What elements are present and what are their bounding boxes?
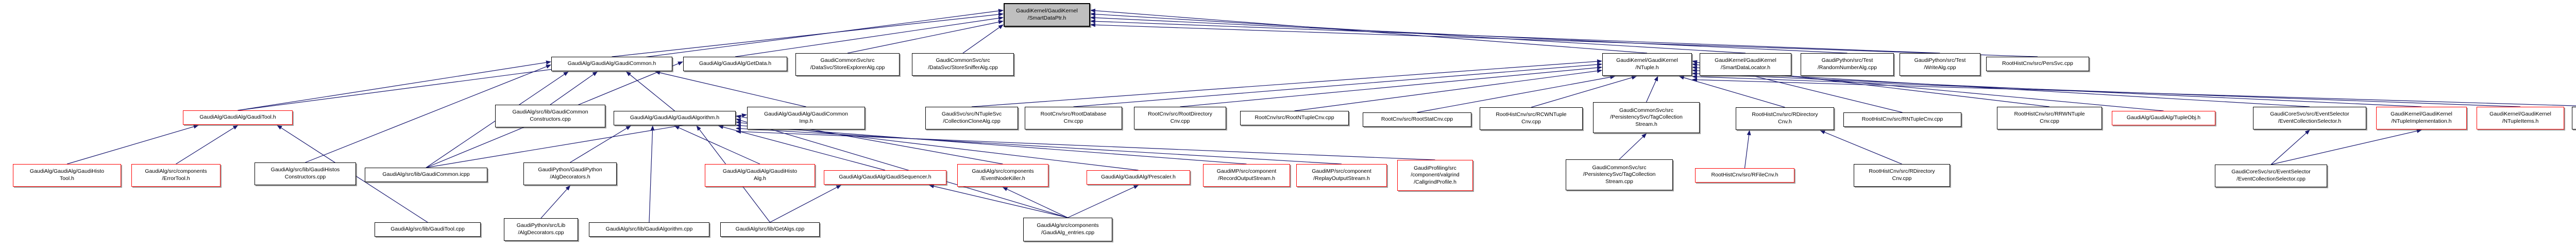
edge-rfilecnv_h-to-rdirectorycnv_h bbox=[1744, 130, 1751, 169]
node-ntupleitems-h[interactable]: GaudiKernel/GaudiKernel /NTupleItems.h bbox=[2477, 107, 2564, 129]
node-rrwntuplecnv-cpp[interactable]: RootHistCnv/src/RRWNTuple Cnv.cpp bbox=[1997, 107, 2102, 129]
edge-gaudialg_entries_cpp-to-eventnodekiller_h bbox=[1002, 187, 1068, 218]
edge-eventcollectionselector_cpp-to-eventcollectionselector_h bbox=[2270, 129, 2310, 165]
node-tagcollectionstream-cpp[interactable]: GaudiCommonSvc/src /PersistencySvc/TagCo… bbox=[1566, 159, 1673, 190]
node-rootntuplecnv-cpp[interactable]: RootCnv/src/RootNTupleCnv.cpp bbox=[1240, 111, 1349, 125]
edge-tagcollectionstream_cpp-to-tagcollectionstream_h bbox=[1619, 133, 1647, 160]
node-gaudialgorithm-cpp[interactable]: GaudiAlg/src/lib/GaudiAlgorithm.cpp bbox=[589, 222, 709, 237]
node-recordoutputstream-h[interactable]: GaudiMP/src/component /RecordOutputStrea… bbox=[1203, 164, 1290, 187]
edge-recordoutputstream_h-to-gaudialgorithm_h bbox=[736, 123, 1247, 165]
edge-eventcollectionselector_cpp-to-ntupleimplementation_h bbox=[2270, 129, 2422, 165]
edge-rdirectorycnv_cpp2-to-rdirectorycnv_h bbox=[1820, 130, 1902, 165]
edge-replayoutputstream_h-to-gaudialgorithm_h bbox=[736, 126, 1342, 165]
node-rootstatcnv-cpp[interactable]: RootCnv/src/RootStatCnv.cpp bbox=[1363, 112, 1471, 127]
edge-rootstatcnv_cpp-to-ntuple_h bbox=[1417, 75, 1616, 113]
node-gaudicommon-h[interactable]: GaudiAlg/GaudiAlg/GaudiCommon.h bbox=[551, 57, 672, 71]
node-gauditool-h[interactable]: GaudiAlg/GaudiAlg/GaudiTool.h bbox=[183, 110, 293, 125]
edge-storesnifferalg_cpp-to-smartdataptr_h bbox=[962, 24, 1004, 54]
node-eventnodekiller-h[interactable]: GaudiAlg/src/components /EventNodeKiller… bbox=[957, 164, 1048, 187]
edge-callgrindprofile_h-to-gaudialgorithm_h bbox=[736, 129, 1435, 160]
edge-rcwntuplecnv_cpp-to-ntuple_h bbox=[1531, 75, 1637, 108]
edge-getalgs_cpp-to-gaudisequencer_h bbox=[770, 185, 842, 223]
edge-rootntuplecnv_cpp-to-ntuple_h bbox=[1294, 69, 1602, 111]
node-smartdatalocator-h[interactable]: GaudiKernel/GaudiKernel /SmartDataLocato… bbox=[1700, 53, 1791, 76]
node-gauditool-cpp[interactable]: GaudiAlg/src/lib/GaudiTool.cpp bbox=[375, 222, 481, 237]
edge-gaudicommonimp_h-to-gaudicommon_h bbox=[655, 71, 806, 107]
edge-gaudihistosconstructors_cpp-to-gaudicommon_h bbox=[305, 64, 551, 163]
edge-getdata_h-to-smartdataptr_h bbox=[735, 16, 1004, 57]
edge-gaudialgorithm_h-to-gaudicommon_h bbox=[625, 71, 675, 111]
edge-algdecorators_cpp-to-algdecorators_h bbox=[540, 185, 571, 219]
node-gaudicommon-icpp[interactable]: GaudiAlg/src/lib/GaudiCommon.icpp bbox=[365, 168, 487, 182]
node-rntuplecnv-cpp[interactable]: RootHistCnv/src/RNTupleCnv.cpp bbox=[1843, 112, 1961, 127]
node-rdirectorycnv-h[interactable]: RootHistCnv/src/RDirectory Cnv.h bbox=[1736, 107, 1834, 130]
edge-rootdatabasecnv_cpp-to-ntuple_h bbox=[1073, 62, 1602, 107]
node-writealg-cpp[interactable]: GaudiPython/src/Test /WriteAlg.cpp bbox=[1900, 53, 1980, 76]
node-getdata-h[interactable]: GaudiAlg/GaudiAlg/GetData.h bbox=[683, 57, 787, 71]
edge-gaudicommonconstructors_cpp-to-gaudicommon_h bbox=[550, 71, 598, 105]
node-collectionclonealg-cpp[interactable]: GaudiSvc/src/NTupleSvc /CollectionCloneA… bbox=[925, 107, 1018, 129]
node-getalgs-cpp[interactable]: GaudiAlg/src/lib/GetAlgs.cpp bbox=[720, 222, 820, 237]
edge-selector_cpp-to-ntuple_h bbox=[1692, 77, 2576, 106]
node-perssvc-cpp[interactable]: RootHistCnv/src/PersSvc.cpp bbox=[1986, 57, 2089, 71]
edge-collectionclonealg_cpp-to-ntuple_h bbox=[971, 59, 1602, 107]
node-callgrindprofile-h[interactable]: GaudiProfiling/src /component/valgrind /… bbox=[1397, 160, 1473, 191]
node-rootdirectorycnv-cpp[interactable]: RootCnv/src/RootDirectory Cnv.cpp bbox=[1134, 107, 1226, 129]
node-ntuple-h[interactable]: GaudiKernel/GaudiKernel /NTuple.h bbox=[1602, 53, 1692, 76]
node-rcwntuplecnv-cpp[interactable]: RootHistCnv/src/RCWNTuple Cnv.cpp bbox=[1480, 107, 1583, 130]
node-rdirectorycnv-cpp2[interactable]: RootHistCnv/src/RDirectory Cnv.cpp bbox=[1854, 164, 1950, 187]
edge-rootdirectorycnv_cpp-to-ntuple_h bbox=[1180, 66, 1602, 107]
node-tagcollectionstream-h[interactable]: GaudiCommonSvc/src /PersistencySvc/TagCo… bbox=[1593, 102, 1700, 133]
node-rfilecnv-h[interactable]: RootHistCnv/src/RFileCnv.h bbox=[1695, 168, 1794, 183]
node-gaudicommonimp-h[interactable]: GaudiAlg/GaudiAlg/GaudiCommon Imp.h bbox=[747, 107, 865, 129]
node-algdecorators-cpp[interactable]: GaudiPython/src/Lib /AlgDecorators.cpp bbox=[504, 218, 578, 241]
node-algdecorators-h[interactable]: GaudiPython/GaudiPython /AlgDecorators.h bbox=[523, 162, 617, 185]
edge-gaudihistotool_h-to-gauditool_h bbox=[66, 124, 199, 165]
node-smartdataptr-h: GaudiKernel/GaudiKernel /SmartDataPtr.h bbox=[1004, 3, 1090, 27]
node-storeexploreralg-cpp[interactable]: GaudiCommonSvc/src /DataSvc/StoreExplore… bbox=[795, 53, 900, 76]
node-prescaler-h[interactable]: GaudiAlg/GaudiAlg/Prescaler.h bbox=[1087, 170, 1190, 185]
node-errortool-h[interactable]: GaudiAlg/src/components /ErrorTool.h bbox=[131, 164, 221, 187]
node-tupleobj-h[interactable]: GaudiAlg/GaudiAlg/TupleObj.h bbox=[2112, 111, 2215, 125]
edge-writealg_cpp-to-smartdataptr_h bbox=[1090, 19, 1940, 54]
node-gaudisequencer-h[interactable]: GaudiAlg/GaudiAlg/GaudiSequencer.h bbox=[824, 170, 946, 185]
edge-algdecorators_h-to-gaudialgorithm_h bbox=[570, 125, 632, 163]
edge-errortool_h-to-gauditool_h bbox=[176, 125, 239, 165]
node-gaudialgorithm-h[interactable]: GaudiAlg/GaudiAlg/GaudiAlgorithm.h bbox=[614, 111, 736, 125]
node-selector-cpp[interactable]: GaudiKernel/src/Lib /Selector.cpp bbox=[2572, 107, 2576, 129]
edge-perssvc_cpp-to-smartdataptr_h bbox=[1090, 23, 2038, 57]
node-randomnumberalg-cpp[interactable]: GaudiPython/src/Test /RandomNumberAlg.cp… bbox=[1801, 53, 1894, 76]
node-rootdatabasecnv-cpp[interactable]: RootCnv/src/RootDatabase Cnv.cpp bbox=[1025, 107, 1122, 129]
edge-gaudialg_entries_cpp-to-gaudisequencer_h bbox=[928, 184, 1068, 218]
edge-gauditool_h-to-gaudicommon_h bbox=[238, 60, 551, 111]
node-replayoutputstream-h[interactable]: GaudiMP/src/component /ReplayOutputStrea… bbox=[1296, 164, 1387, 187]
edge-gaudialg_entries_cpp-to-gaudialgorithm_h bbox=[736, 118, 1068, 218]
node-gaudihistotool-h[interactable]: GaudiAlg/GaudiAlg/GaudiHisto Tool.h bbox=[13, 164, 121, 187]
node-gaudihistosconstructors-cpp[interactable]: GaudiAlg/src/lib/GaudiHistos Constructor… bbox=[255, 162, 356, 185]
node-eventcollectionselector-cpp[interactable]: GaudiCoreSvc/src/EventSelector /EventCol… bbox=[2215, 165, 2327, 187]
edge-gaudialgorithm_cpp-to-gaudialgorithm_h bbox=[649, 125, 655, 223]
edge-storeexploreralg_cpp-to-smartdataptr_h bbox=[847, 20, 1004, 54]
node-storesnifferalg-cpp[interactable]: GaudiCommonSvc/src /DataSvc/StoreSniffer… bbox=[912, 53, 1014, 76]
node-ntupleimplementation-h[interactable]: GaudiKernel/GaudiKernel /NTupleImplement… bbox=[2376, 107, 2467, 129]
edge-gaudialg_entries_cpp-to-prescaler_h bbox=[1067, 185, 1139, 218]
node-eventcollectionselector-h[interactable]: GaudiCoreSvc/src/EventSelector /EventCol… bbox=[2253, 107, 2366, 129]
edge-gaudisequencer_h-to-gaudialgorithm_h bbox=[718, 125, 886, 171]
edge-gaudihistoalg_h-to-gaudialgorithm_h bbox=[674, 125, 760, 165]
node-gaudialg-entries-cpp[interactable]: GaudiAlg/src/components /GaudiAlg_entrie… bbox=[1023, 218, 1112, 241]
edge-tagcollectionstream_h-to-ntuple_h bbox=[1646, 76, 1658, 103]
node-gaudicommonconstructors-cpp[interactable]: GaudiAlg/src/lib/GaudiCommon Constructor… bbox=[495, 105, 605, 127]
node-gaudihistoalg-h[interactable]: GaudiAlg/GaudiAlg/GaudiHisto Alg.h bbox=[705, 164, 815, 187]
edge-gaudicommon_h-to-smartdataptr_h bbox=[612, 12, 1004, 57]
